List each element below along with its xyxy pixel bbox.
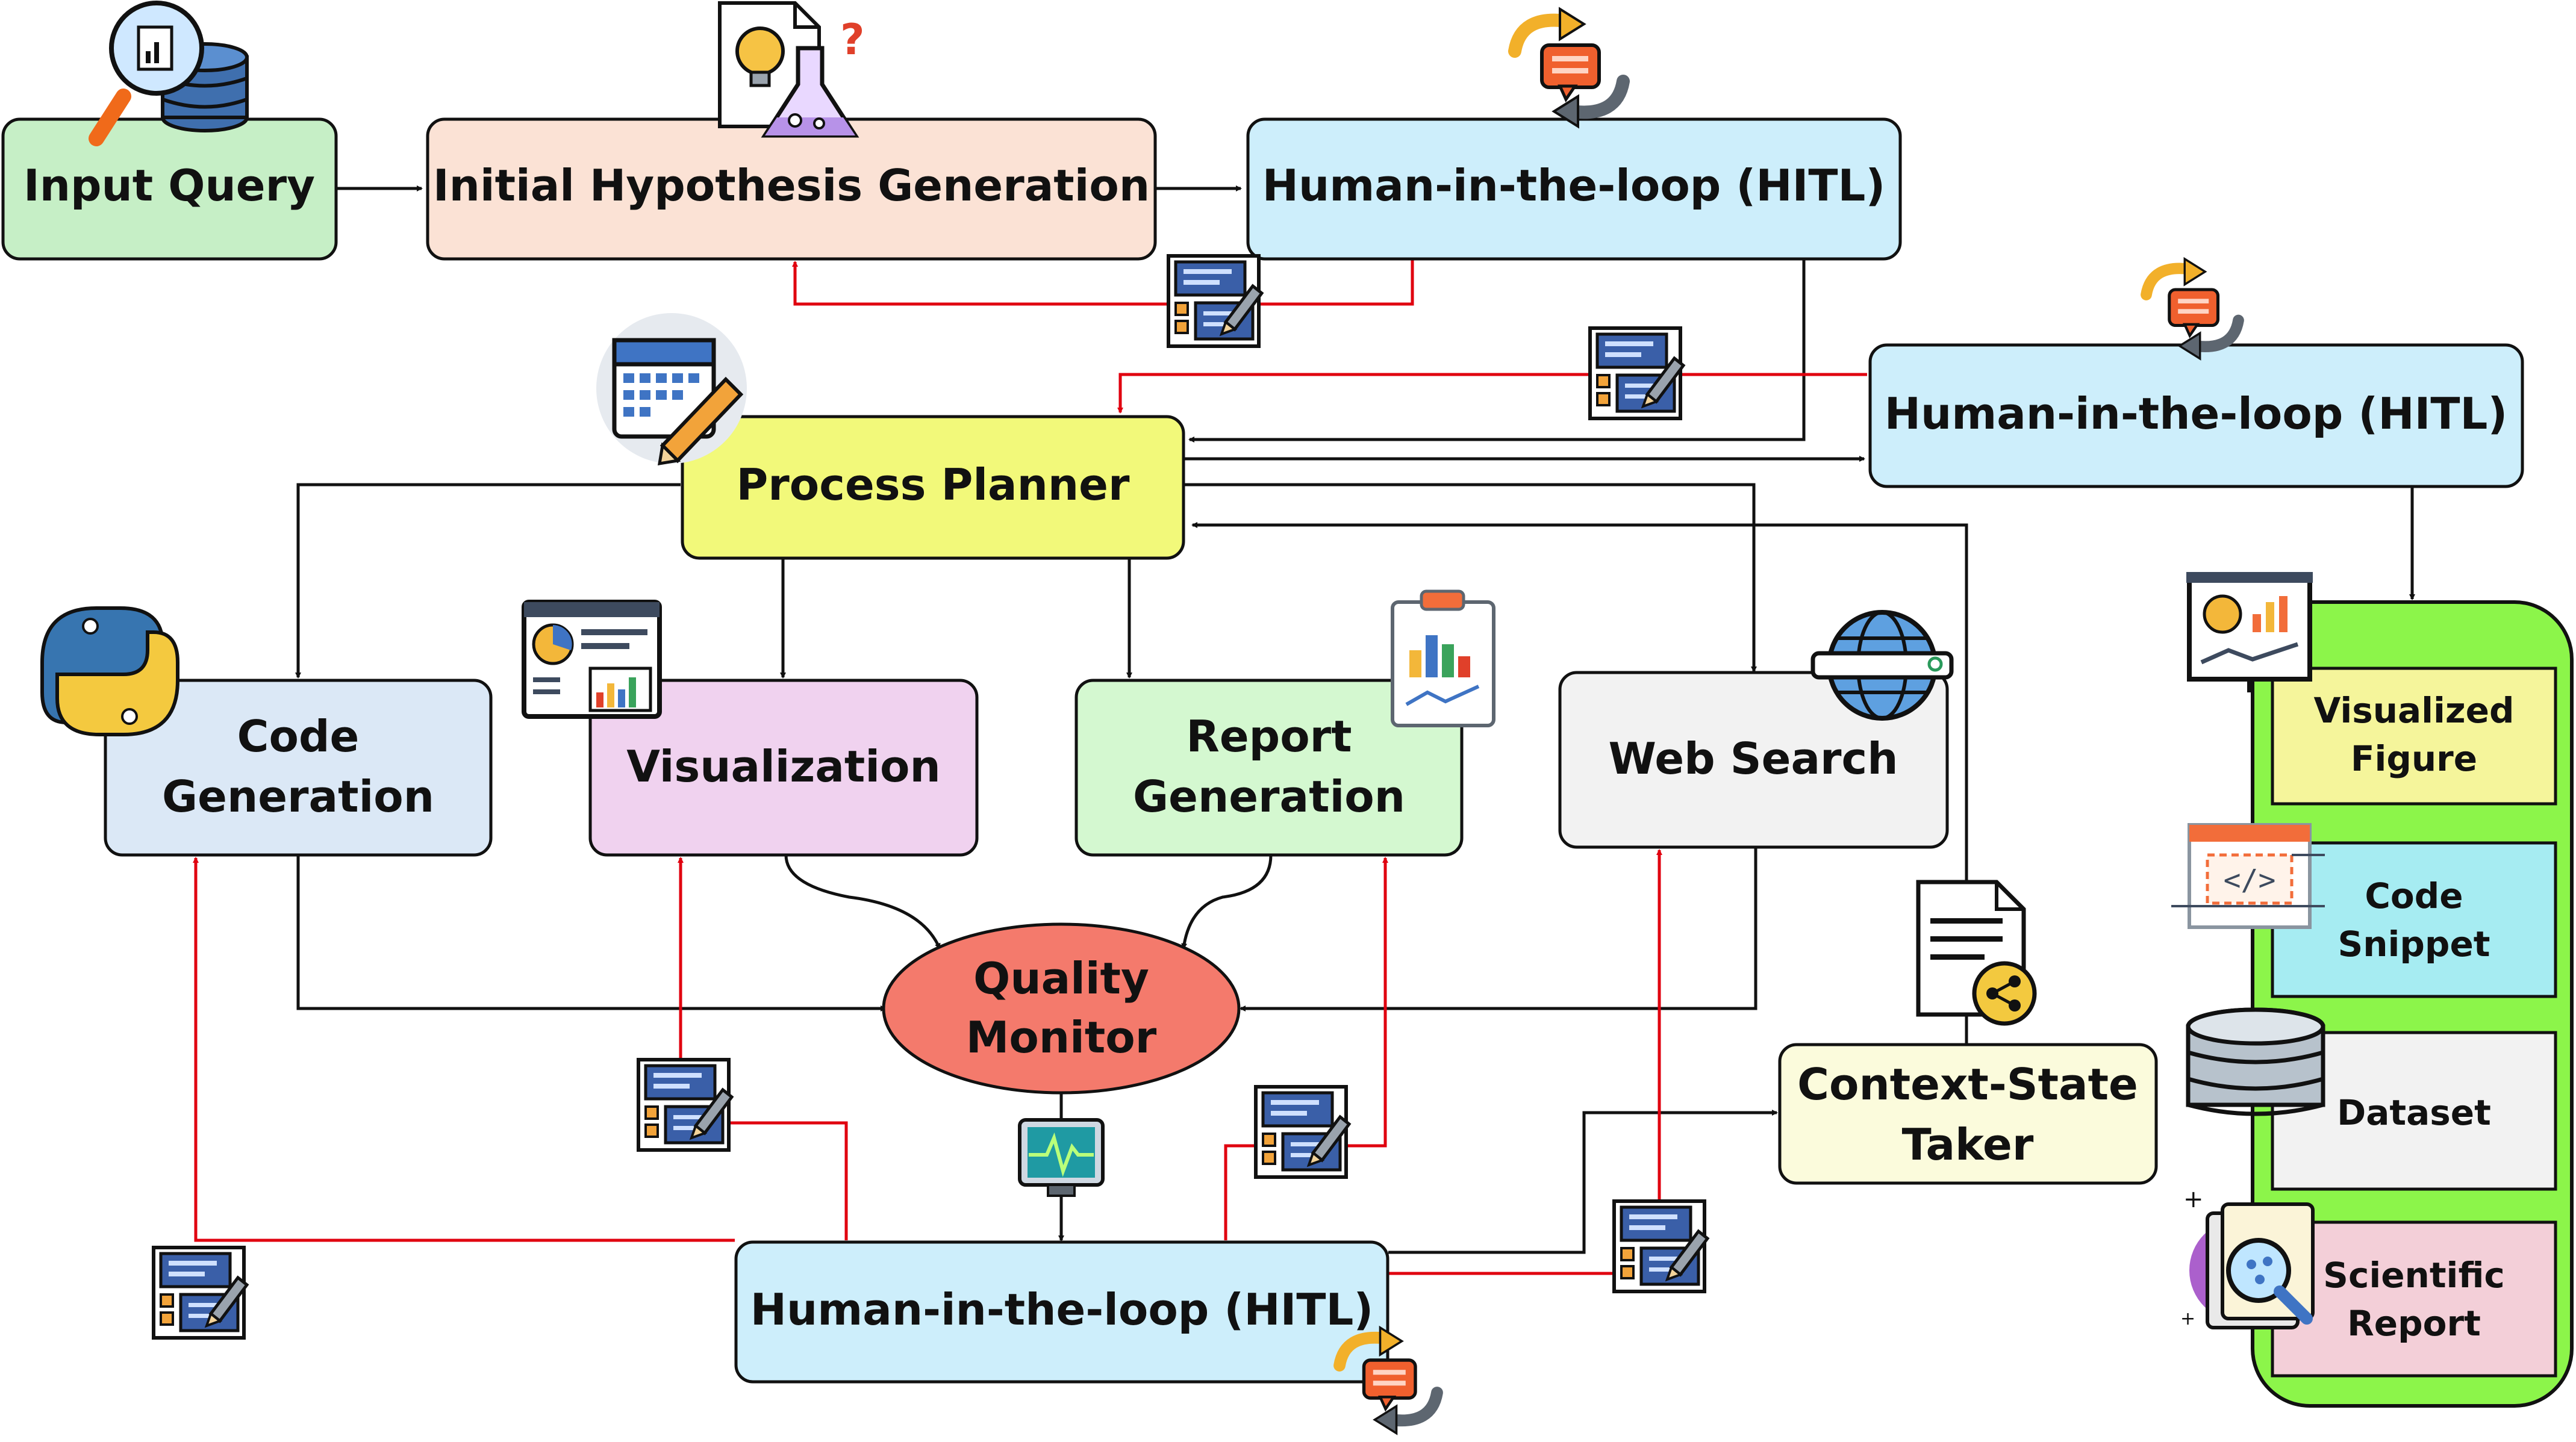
edit-form-icon	[154, 1248, 247, 1338]
edit-form-icon	[1614, 1201, 1707, 1291]
globe-search-icon	[1810, 610, 1954, 721]
report-generation-node[interactable]: Report Generation	[1074, 679, 1464, 857]
input-query-label: Input Query	[23, 160, 315, 211]
visualized-figure-label-1: Visualized	[2313, 690, 2514, 731]
web-search-node[interactable]: Web Search	[1558, 671, 1949, 849]
svg-text:?: ?	[840, 15, 865, 64]
svg-text:+: +	[2183, 1186, 2204, 1213]
code-window-icon: </>	[2171, 823, 2325, 929]
context-state-label-1: Context-State	[1797, 1059, 2138, 1110]
context-state-label-2: Taker	[1902, 1119, 2034, 1170]
lightbulb-flask-icon: ?	[718, 1, 865, 138]
magnified-report-icon: + +	[2180, 1186, 2315, 1329]
visualized-figure-label-2: Figure	[2351, 738, 2477, 779]
hypothesis-node[interactable]: Initial Hypothesis Generation	[426, 117, 1157, 261]
dashboard-chart-icon	[522, 600, 662, 719]
hitl-right-node[interactable]: Human-in-the-loop (HITL)	[1868, 343, 2524, 488]
black-connectors	[295, 185, 2415, 1254]
scientific-report-label-1: Scientific	[2323, 1255, 2505, 1296]
visualization-node[interactable]: Visualization	[588, 679, 979, 857]
edit-form-icon	[1256, 1087, 1349, 1177]
presentation-chart-icon	[2186, 572, 2313, 692]
input-query-node[interactable]: Input Query	[1, 117, 338, 261]
hitl-top-label: Human-in-the-loop (HITL)	[1262, 160, 1886, 211]
document-share-icon	[1916, 880, 2037, 1026]
quality-monitor-label-2: Monitor	[966, 1012, 1157, 1063]
report-generation-label-2: Generation	[1133, 771, 1405, 822]
code-generation-label-2: Generation	[162, 771, 434, 822]
scientific-report-output[interactable]: Scientific Report	[2271, 1220, 2557, 1378]
visualization-label: Visualization	[626, 741, 941, 792]
edit-form-icon	[638, 1060, 732, 1150]
code-snippet-output[interactable]: Code Snippet	[2271, 841, 2557, 998]
calendar-pencil-icon	[596, 313, 747, 466]
hitl-bottom-label: Human-in-the-loop (HITL)	[750, 1284, 1374, 1335]
edit-form-icon	[1590, 328, 1683, 418]
monitor-pulse-icon	[1018, 1118, 1105, 1197]
code-snippet-label-2: Snippet	[2337, 924, 2490, 965]
code-generation-label-1: Code	[237, 711, 360, 762]
hitl-bottom-node[interactable]: Human-in-the-loop (HITL)	[734, 1240, 1389, 1384]
visualized-figure-output[interactable]: Visualized Figure	[2271, 667, 2557, 806]
svg-text:+: +	[2180, 1308, 2195, 1329]
feedback-cycle-icon	[1515, 9, 1623, 126]
clipboard-chart-icon	[1391, 589, 1495, 727]
dataset-label: Dataset	[2337, 1092, 2491, 1133]
code-generation-node[interactable]: Code Generation	[104, 679, 493, 857]
svg-text:</>: </>	[2224, 863, 2276, 897]
code-snippet-label-1: Code	[2365, 875, 2463, 916]
scientific-report-label-2: Report	[2347, 1303, 2481, 1344]
hitl-right-label: Human-in-the-loop (HITL)	[1885, 388, 2508, 439]
context-state-taker-node[interactable]: Context-State Taker	[1778, 1043, 2158, 1185]
process-planner-label: Process Planner	[737, 459, 1130, 510]
python-logo-icon	[40, 606, 179, 736]
output-panel: Visualized Figure Code Snippet Dataset S…	[2251, 600, 2574, 1408]
magnifier-database-icon	[89, 1, 249, 146]
database-stack-icon	[2186, 1007, 2325, 1116]
hypothesis-label: Initial Hypothesis Generation	[433, 160, 1150, 211]
quality-monitor-node[interactable]: Quality Monitor	[882, 922, 1241, 1095]
edit-form-icon	[1168, 256, 1262, 346]
process-planner-node[interactable]: Process Planner	[681, 415, 1185, 560]
report-generation-label-1: Report	[1186, 711, 1352, 762]
web-search-label: Web Search	[1608, 733, 1898, 784]
hitl-top-node[interactable]: Human-in-the-loop (HITL)	[1246, 117, 1902, 261]
quality-monitor-label-1: Quality	[973, 953, 1149, 1004]
